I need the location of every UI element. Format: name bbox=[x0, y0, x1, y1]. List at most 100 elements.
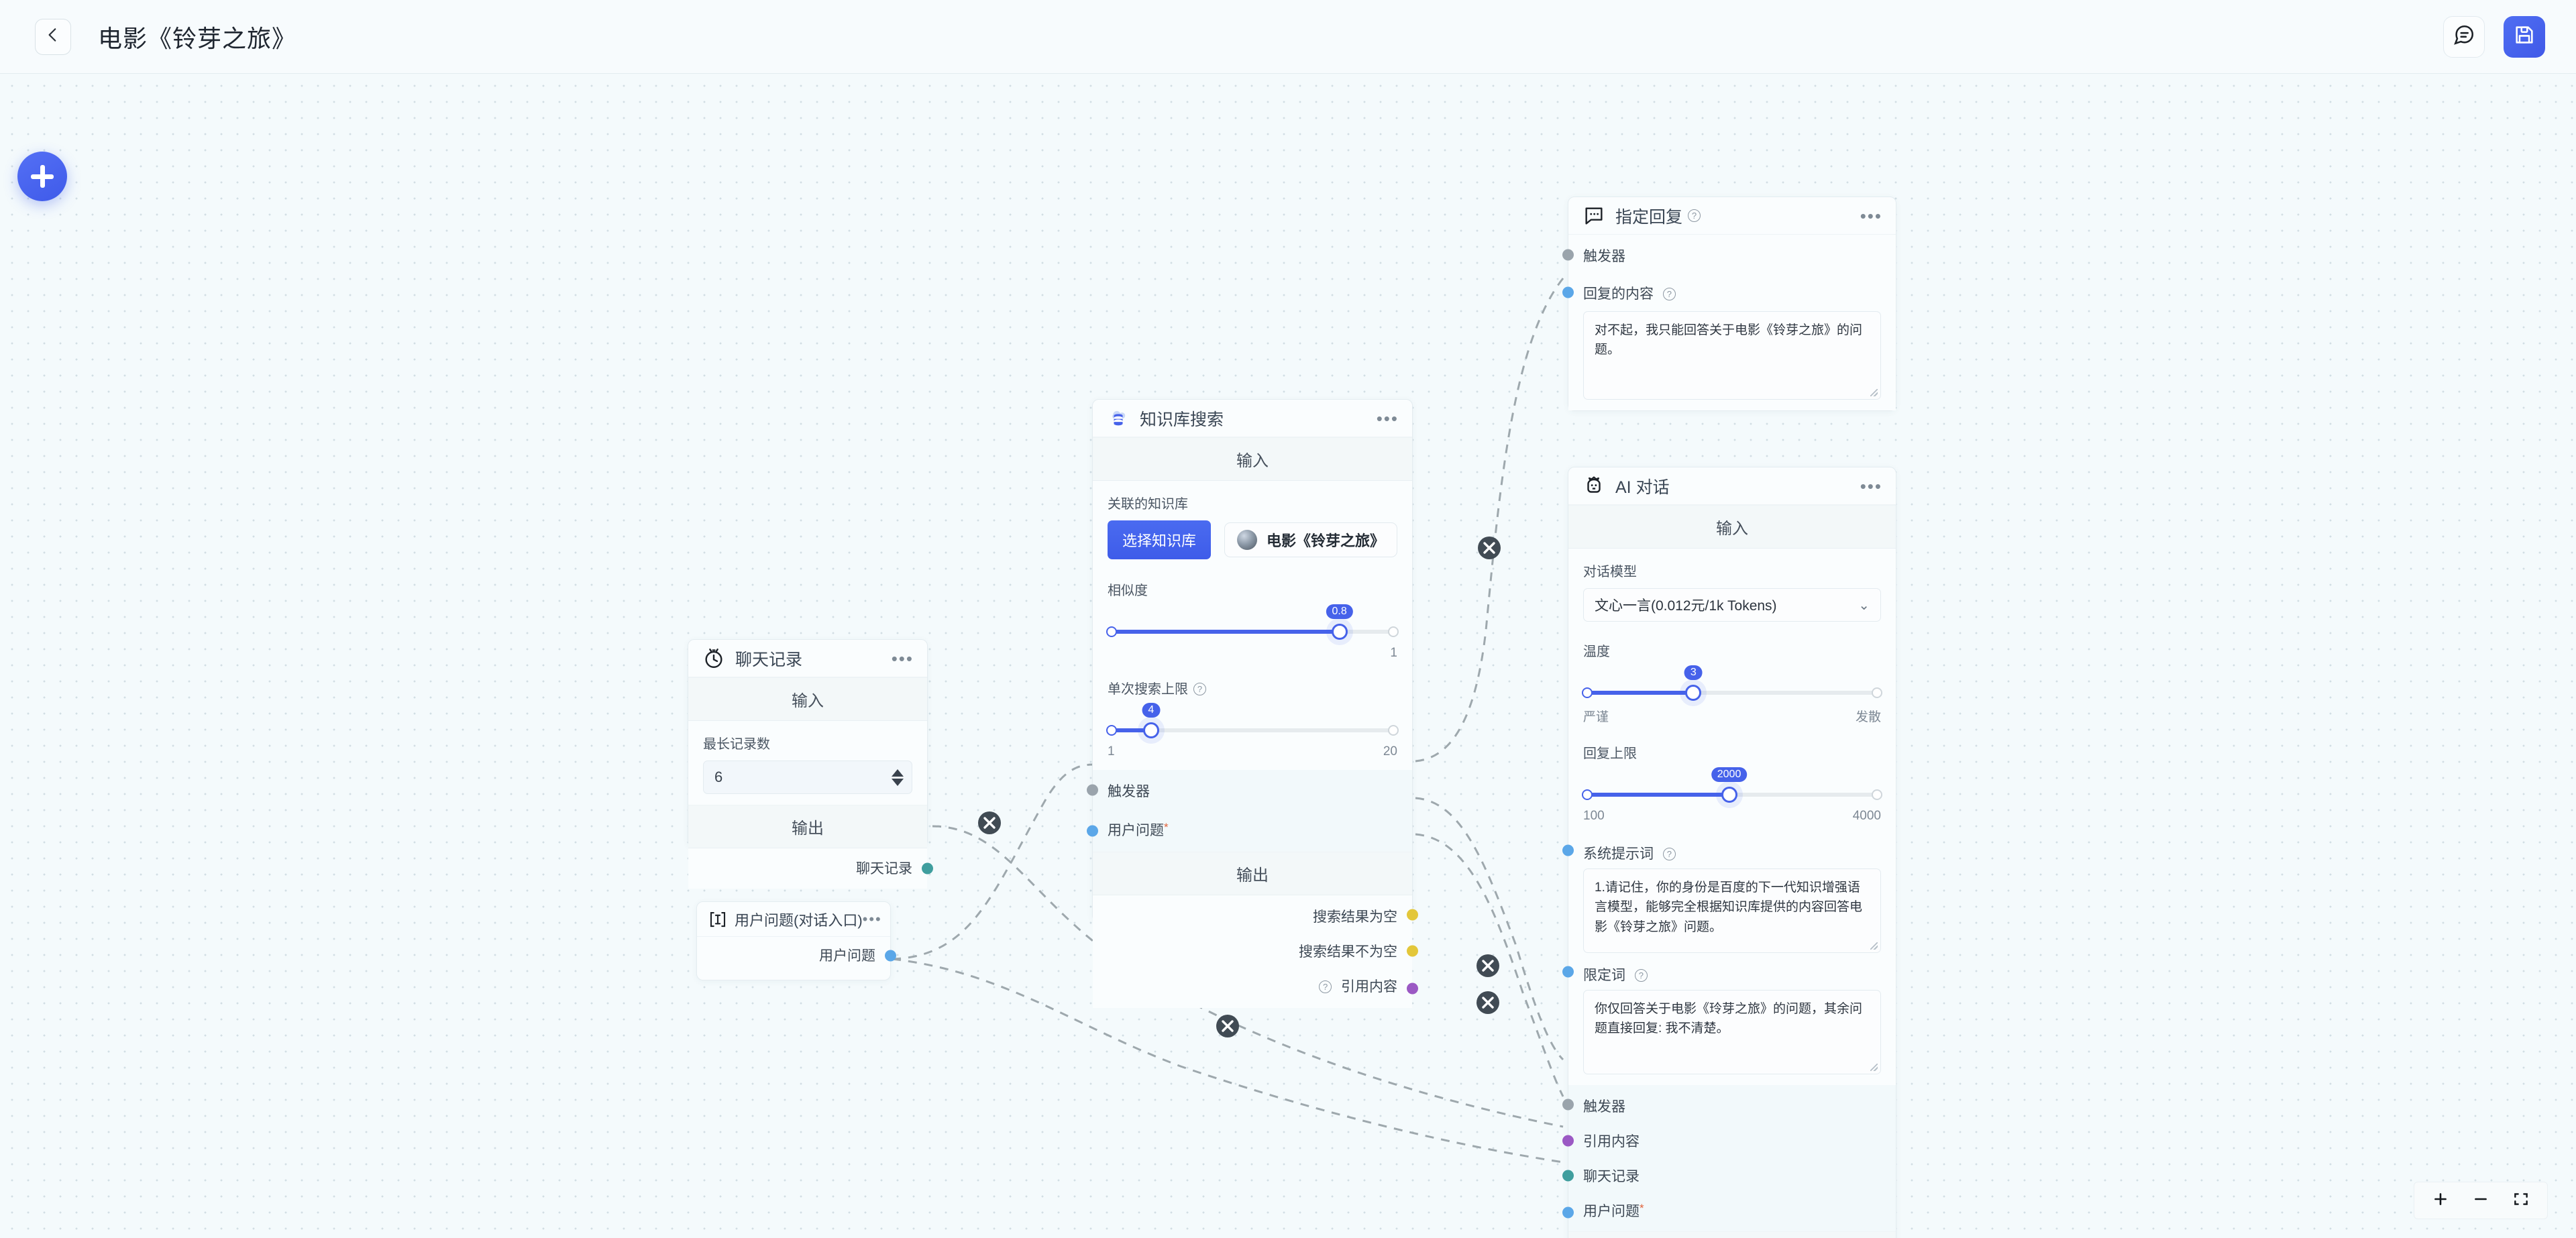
model-select[interactable]: 文心一言(0.012元/1k Tokens) ⌄ bbox=[1583, 588, 1881, 622]
port-row-user-question-out[interactable]: 用户问题 bbox=[697, 937, 896, 974]
node-menu-button[interactable]: ••• bbox=[1860, 475, 1882, 496]
add-node-button[interactable] bbox=[17, 152, 67, 201]
top-bar-actions bbox=[2443, 15, 2545, 58]
max-records-stepper[interactable]: 6 bbox=[703, 761, 912, 794]
port-dot[interactable] bbox=[1562, 249, 1574, 261]
port-dot[interactable] bbox=[1087, 784, 1098, 796]
port-row-trigger[interactable]: 触发器 bbox=[1087, 770, 1412, 810]
search-limit-slider[interactable]: 4 bbox=[1106, 703, 1399, 743]
port-label: 聊天记录 bbox=[856, 861, 912, 877]
node-menu-button[interactable]: ••• bbox=[1860, 205, 1882, 226]
back-button[interactable] bbox=[35, 18, 71, 55]
port-dot[interactable] bbox=[1562, 966, 1574, 977]
stepper-up-icon[interactable] bbox=[892, 769, 904, 777]
port-row-qualifier[interactable]: 限定词 ? bbox=[1562, 956, 1896, 987]
port-dot[interactable] bbox=[1407, 945, 1418, 957]
zoom-out-button[interactable] bbox=[2472, 1190, 2489, 1211]
similarity-slider[interactable]: 0.8 bbox=[1106, 604, 1399, 644]
field-label-reply-limit: 回复上限 bbox=[1583, 746, 1637, 761]
node-menu-button[interactable]: ••• bbox=[1376, 408, 1399, 429]
port-dot[interactable] bbox=[1562, 1206, 1574, 1218]
node-menu-button[interactable]: ••• bbox=[891, 648, 914, 669]
edge-delete-button[interactable] bbox=[978, 811, 1001, 834]
stepper-arrows[interactable] bbox=[892, 769, 904, 786]
port-dot[interactable] bbox=[1562, 1099, 1574, 1110]
port-dot[interactable] bbox=[1087, 825, 1098, 837]
help-icon[interactable]: ? bbox=[1319, 980, 1332, 993]
kb-input-ports: 触发器 用户问题* bbox=[1087, 770, 1412, 852]
selected-knowledge-base[interactable]: 电影《铃芽之旅》 bbox=[1224, 522, 1397, 557]
slider-knob[interactable] bbox=[1331, 624, 1348, 640]
port-label: 引用内容 bbox=[1341, 979, 1397, 995]
port-row-result-empty[interactable]: 搜索结果为空 bbox=[1093, 895, 1418, 934]
port-row-system-prompt[interactable]: 系统提示词 ? bbox=[1562, 834, 1896, 866]
section-output-label: 输出 bbox=[1093, 852, 1412, 895]
fit-screen-button[interactable] bbox=[2512, 1190, 2530, 1211]
range-max: 4000 bbox=[1852, 809, 1881, 823]
zoom-controls[interactable] bbox=[2414, 1182, 2548, 1219]
section-input-label: 输入 bbox=[1093, 437, 1412, 481]
database-cloud-icon bbox=[1106, 406, 1130, 431]
node-header[interactable]: 指定回复 ? ••• bbox=[1568, 197, 1896, 235]
help-icon[interactable]: ? bbox=[1688, 209, 1701, 222]
port-row-quote[interactable]: 引用内容 bbox=[1562, 1123, 1896, 1158]
help-icon[interactable]: ? bbox=[1662, 288, 1676, 300]
node-user-question-entry[interactable]: 用户问题(对话入口) ••• 用户问题 bbox=[696, 901, 896, 980]
node-ai-chat[interactable]: AI 对话 ••• 输入 对话模型 文心一言(0.012元/1k Tokens)… bbox=[1562, 467, 1896, 1238]
knowledge-base-name: 电影《铃芽之旅》 bbox=[1266, 532, 1385, 549]
system-prompt-textarea[interactable]: 1.请记住，你的身份是百度的下一代知识增强语言模型，能够完全根据知识库提供的内容… bbox=[1583, 868, 1881, 953]
port-row-result-not-empty[interactable]: 搜索结果不为空 bbox=[1093, 934, 1418, 968]
field-label-model: 对话模型 bbox=[1583, 565, 1637, 579]
slider-knob[interactable] bbox=[1721, 787, 1737, 803]
select-knowledge-base-button[interactable]: 选择知识库 bbox=[1108, 520, 1211, 559]
edge-delete-button[interactable] bbox=[1477, 991, 1499, 1014]
port-dot[interactable] bbox=[1562, 844, 1574, 856]
zoom-in-button[interactable] bbox=[2432, 1190, 2449, 1211]
node-header[interactable]: 知识库搜索 ••• bbox=[1093, 400, 1412, 437]
port-dot[interactable] bbox=[885, 950, 896, 962]
help-icon[interactable]: ? bbox=[1662, 848, 1676, 860]
comment-button[interactable] bbox=[2443, 15, 2485, 58]
qualifier-textarea[interactable]: 你仅回答关于电影《玲芽之旅》的问题，其余问题直接回复: 我不清楚。 bbox=[1583, 990, 1881, 1074]
port-row-quote-content[interactable]: ? 引用内容 bbox=[1093, 968, 1418, 1008]
max-records-value: 6 bbox=[714, 769, 723, 785]
port-dot[interactable] bbox=[1562, 1170, 1574, 1182]
temperature-value-bubble: 3 bbox=[1684, 665, 1703, 680]
node-specified-reply[interactable]: 指定回复 ? ••• 触发器 回复的内容 ? 对不起，我只能回答关于电影《铃芽之… bbox=[1562, 196, 1896, 411]
port-dot[interactable] bbox=[922, 862, 933, 875]
help-icon[interactable]: ? bbox=[1193, 683, 1206, 695]
reply-content-textarea[interactable]: 对不起，我只能回答关于电影《铃芽之旅》的问题。 bbox=[1583, 311, 1881, 400]
node-chat-history[interactable]: 聊天记录 ••• 输入 最长记录数 6 输出 聊天记录 bbox=[688, 639, 933, 889]
chevron-left-icon bbox=[44, 26, 62, 47]
temperature-slider[interactable]: 3 bbox=[1582, 665, 1882, 706]
node-menu-button[interactable]: ••• bbox=[862, 910, 882, 927]
edge-delete-button[interactable] bbox=[1216, 1015, 1239, 1037]
port-dot[interactable] bbox=[1562, 1135, 1574, 1147]
port-dot[interactable] bbox=[1407, 982, 1418, 994]
edge-delete-button[interactable] bbox=[1477, 954, 1499, 977]
port-row-trigger[interactable]: 触发器 bbox=[1562, 1085, 1896, 1123]
node-header[interactable]: 聊天记录 ••• bbox=[688, 640, 927, 677]
port-row-chat-history-out[interactable]: 聊天记录 bbox=[688, 848, 933, 889]
port-row-chat-history[interactable]: 聊天记录 bbox=[1562, 1158, 1896, 1193]
node-header[interactable]: AI 对话 ••• bbox=[1568, 467, 1896, 505]
reply-limit-slider[interactable]: 2000 bbox=[1582, 767, 1882, 807]
port-row-trigger[interactable]: 触发器 bbox=[1562, 235, 1896, 272]
save-button[interactable] bbox=[2504, 15, 2545, 58]
port-row-user-question[interactable]: 用户问题* bbox=[1087, 810, 1412, 852]
port-dot[interactable] bbox=[1407, 909, 1418, 920]
edge-delete-button[interactable] bbox=[1478, 537, 1501, 559]
stepper-down-icon[interactable] bbox=[892, 778, 904, 786]
workflow-canvas[interactable]: 指定回复 ? ••• 触发器 回复的内容 ? 对不起，我只能回答关于电影《铃芽之… bbox=[0, 74, 2576, 1238]
port-dot[interactable] bbox=[1562, 286, 1574, 298]
kb-output-ports: 搜索结果为空 搜索结果不为空 ? 引用内容 bbox=[1093, 895, 1418, 1008]
slider-knob[interactable] bbox=[1142, 722, 1159, 738]
field-label-similarity: 相似度 bbox=[1108, 583, 1148, 598]
port-row-user-question[interactable]: 用户问题* bbox=[1562, 1193, 1896, 1231]
node-title: 用户问题(对话入口) bbox=[735, 911, 863, 929]
node-kb-search[interactable]: 知识库搜索 ••• 输入 关联的知识库 选择知识库 电影《铃芽之旅》 相似度 0… bbox=[1087, 399, 1418, 1008]
port-row-reply-content[interactable]: 回复的内容 ? bbox=[1562, 272, 1896, 307]
node-header[interactable]: 用户问题(对话入口) ••• bbox=[697, 902, 890, 937]
slider-knob[interactable] bbox=[1685, 685, 1702, 701]
help-icon[interactable]: ? bbox=[1634, 969, 1648, 982]
